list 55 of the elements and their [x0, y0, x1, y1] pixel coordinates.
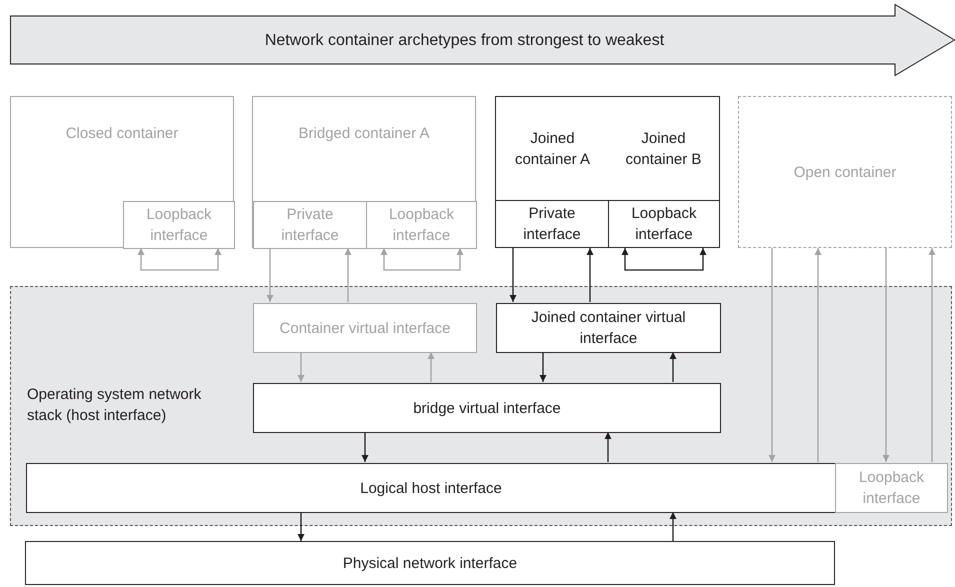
- virtual-interface-box: [253, 303, 477, 353]
- arrow: [882, 248, 890, 462]
- box-label: Loopback interface: [388, 205, 456, 246]
- box-label: Bridged container A: [298, 124, 430, 144]
- box-label: Loopback interface: [858, 468, 926, 509]
- arrow: [928, 248, 936, 462]
- box-label: Joined container virtual interface: [530, 308, 687, 349]
- arrow: [604, 432, 612, 462]
- arrow: [362, 432, 368, 462]
- container-box: [495, 96, 609, 201]
- arrow: [380, 248, 464, 271]
- direction-arrow-banner: [10, 4, 955, 76]
- arrow: [670, 352, 676, 382]
- arrow: [670, 512, 676, 541]
- virtual-interface-box: [496, 303, 721, 353]
- banner-title: Network container archetypes from strongest to weakest: [264, 30, 666, 50]
- interface-box: [608, 200, 720, 248]
- arrow: [510, 248, 516, 302]
- box-label: Loopback interface: [145, 205, 213, 246]
- arrow: [344, 248, 352, 302]
- container-box: [608, 96, 720, 201]
- box-label: Joined container A: [514, 128, 592, 170]
- box-label: bridge virtual interface: [412, 398, 562, 418]
- arrow: [138, 248, 222, 271]
- box-label: Container virtual interface: [278, 318, 452, 338]
- box-label: Physical network interface: [342, 554, 518, 574]
- box-label: Joined container B: [624, 128, 702, 170]
- physical-interface-box: [25, 541, 835, 585]
- interface-box: [366, 201, 477, 249]
- arrow: [814, 248, 822, 462]
- box-label: Private interface: [280, 205, 340, 246]
- interface-box: [253, 201, 367, 249]
- interface-box: [123, 201, 235, 249]
- box-label: Logical host interface: [359, 478, 503, 498]
- box-label: Closed container: [64, 124, 180, 144]
- network-stack-region: [10, 286, 952, 526]
- container-box: [252, 96, 476, 248]
- arrow: [622, 248, 706, 271]
- box-label: Private interface: [522, 204, 582, 245]
- arrow: [586, 248, 594, 302]
- arrow: [298, 352, 304, 382]
- arrow: [768, 248, 776, 462]
- host-interface-box: [26, 463, 836, 513]
- interface-box: [835, 463, 948, 513]
- container-box: [10, 96, 234, 248]
- bridge-interface-box: [253, 383, 721, 433]
- box-label: Open container: [792, 162, 898, 182]
- arrow: [266, 248, 274, 302]
- arrow: [540, 352, 546, 382]
- interface-box: [495, 200, 609, 248]
- arrow: [298, 512, 304, 541]
- region-label: Operating system network stack (host interface): [26, 385, 202, 426]
- box-label: Loopback interface: [630, 204, 698, 245]
- container-box: [738, 96, 952, 248]
- arrow: [428, 352, 434, 382]
